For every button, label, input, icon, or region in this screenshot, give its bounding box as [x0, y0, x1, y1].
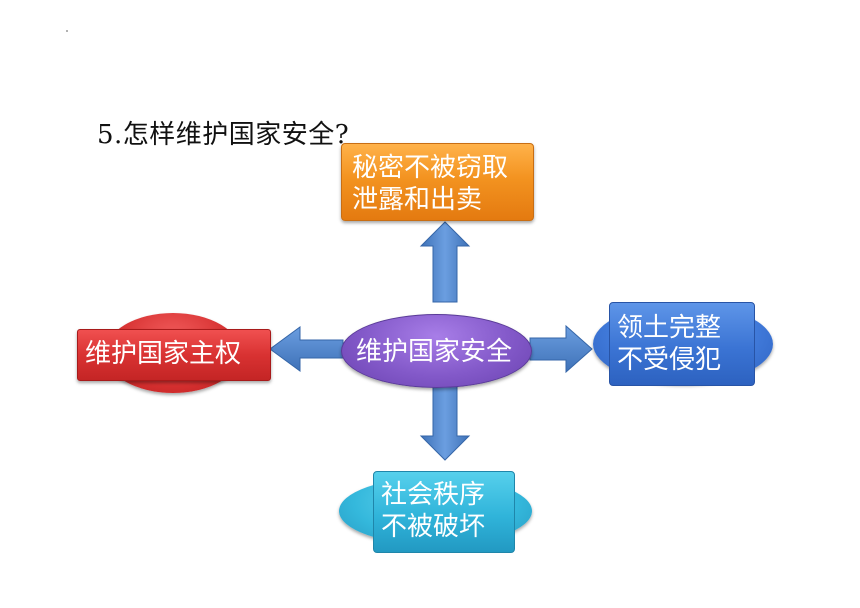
node-secrets-line2: 泄露和出卖 [352, 185, 483, 215]
question-title: 5.怎样维护国家安全? [97, 120, 350, 150]
node-territory-line2: 不受侵犯 [617, 345, 722, 375]
node-territory-line1: 领土完整 [617, 313, 722, 343]
arrow-left [269, 326, 344, 372]
node-secrets-line1: 秘密不被窃取 [352, 153, 509, 183]
node-secrets: 秘密不被窃取 泄露和出卖 [341, 143, 534, 221]
node-sovereignty-label: 维护国家主权 [85, 339, 242, 369]
node-social-order-line2: 不被破坏 [381, 512, 486, 542]
node-territory: 领土完整 不受侵犯 [593, 302, 773, 386]
node-social-order: 社会秩序 不被破坏 [339, 471, 532, 553]
decorative-dot [66, 30, 68, 32]
node-sovereignty: 维护国家主权 [77, 313, 271, 393]
arrow-up [419, 221, 471, 303]
arrow-down [419, 383, 471, 461]
node-social-order-line1: 社会秩序 [381, 480, 486, 510]
arrow-right [529, 324, 593, 374]
node-national-security: 维护国家安全 [341, 314, 532, 388]
node-national-security-label: 维护国家安全 [356, 337, 513, 367]
